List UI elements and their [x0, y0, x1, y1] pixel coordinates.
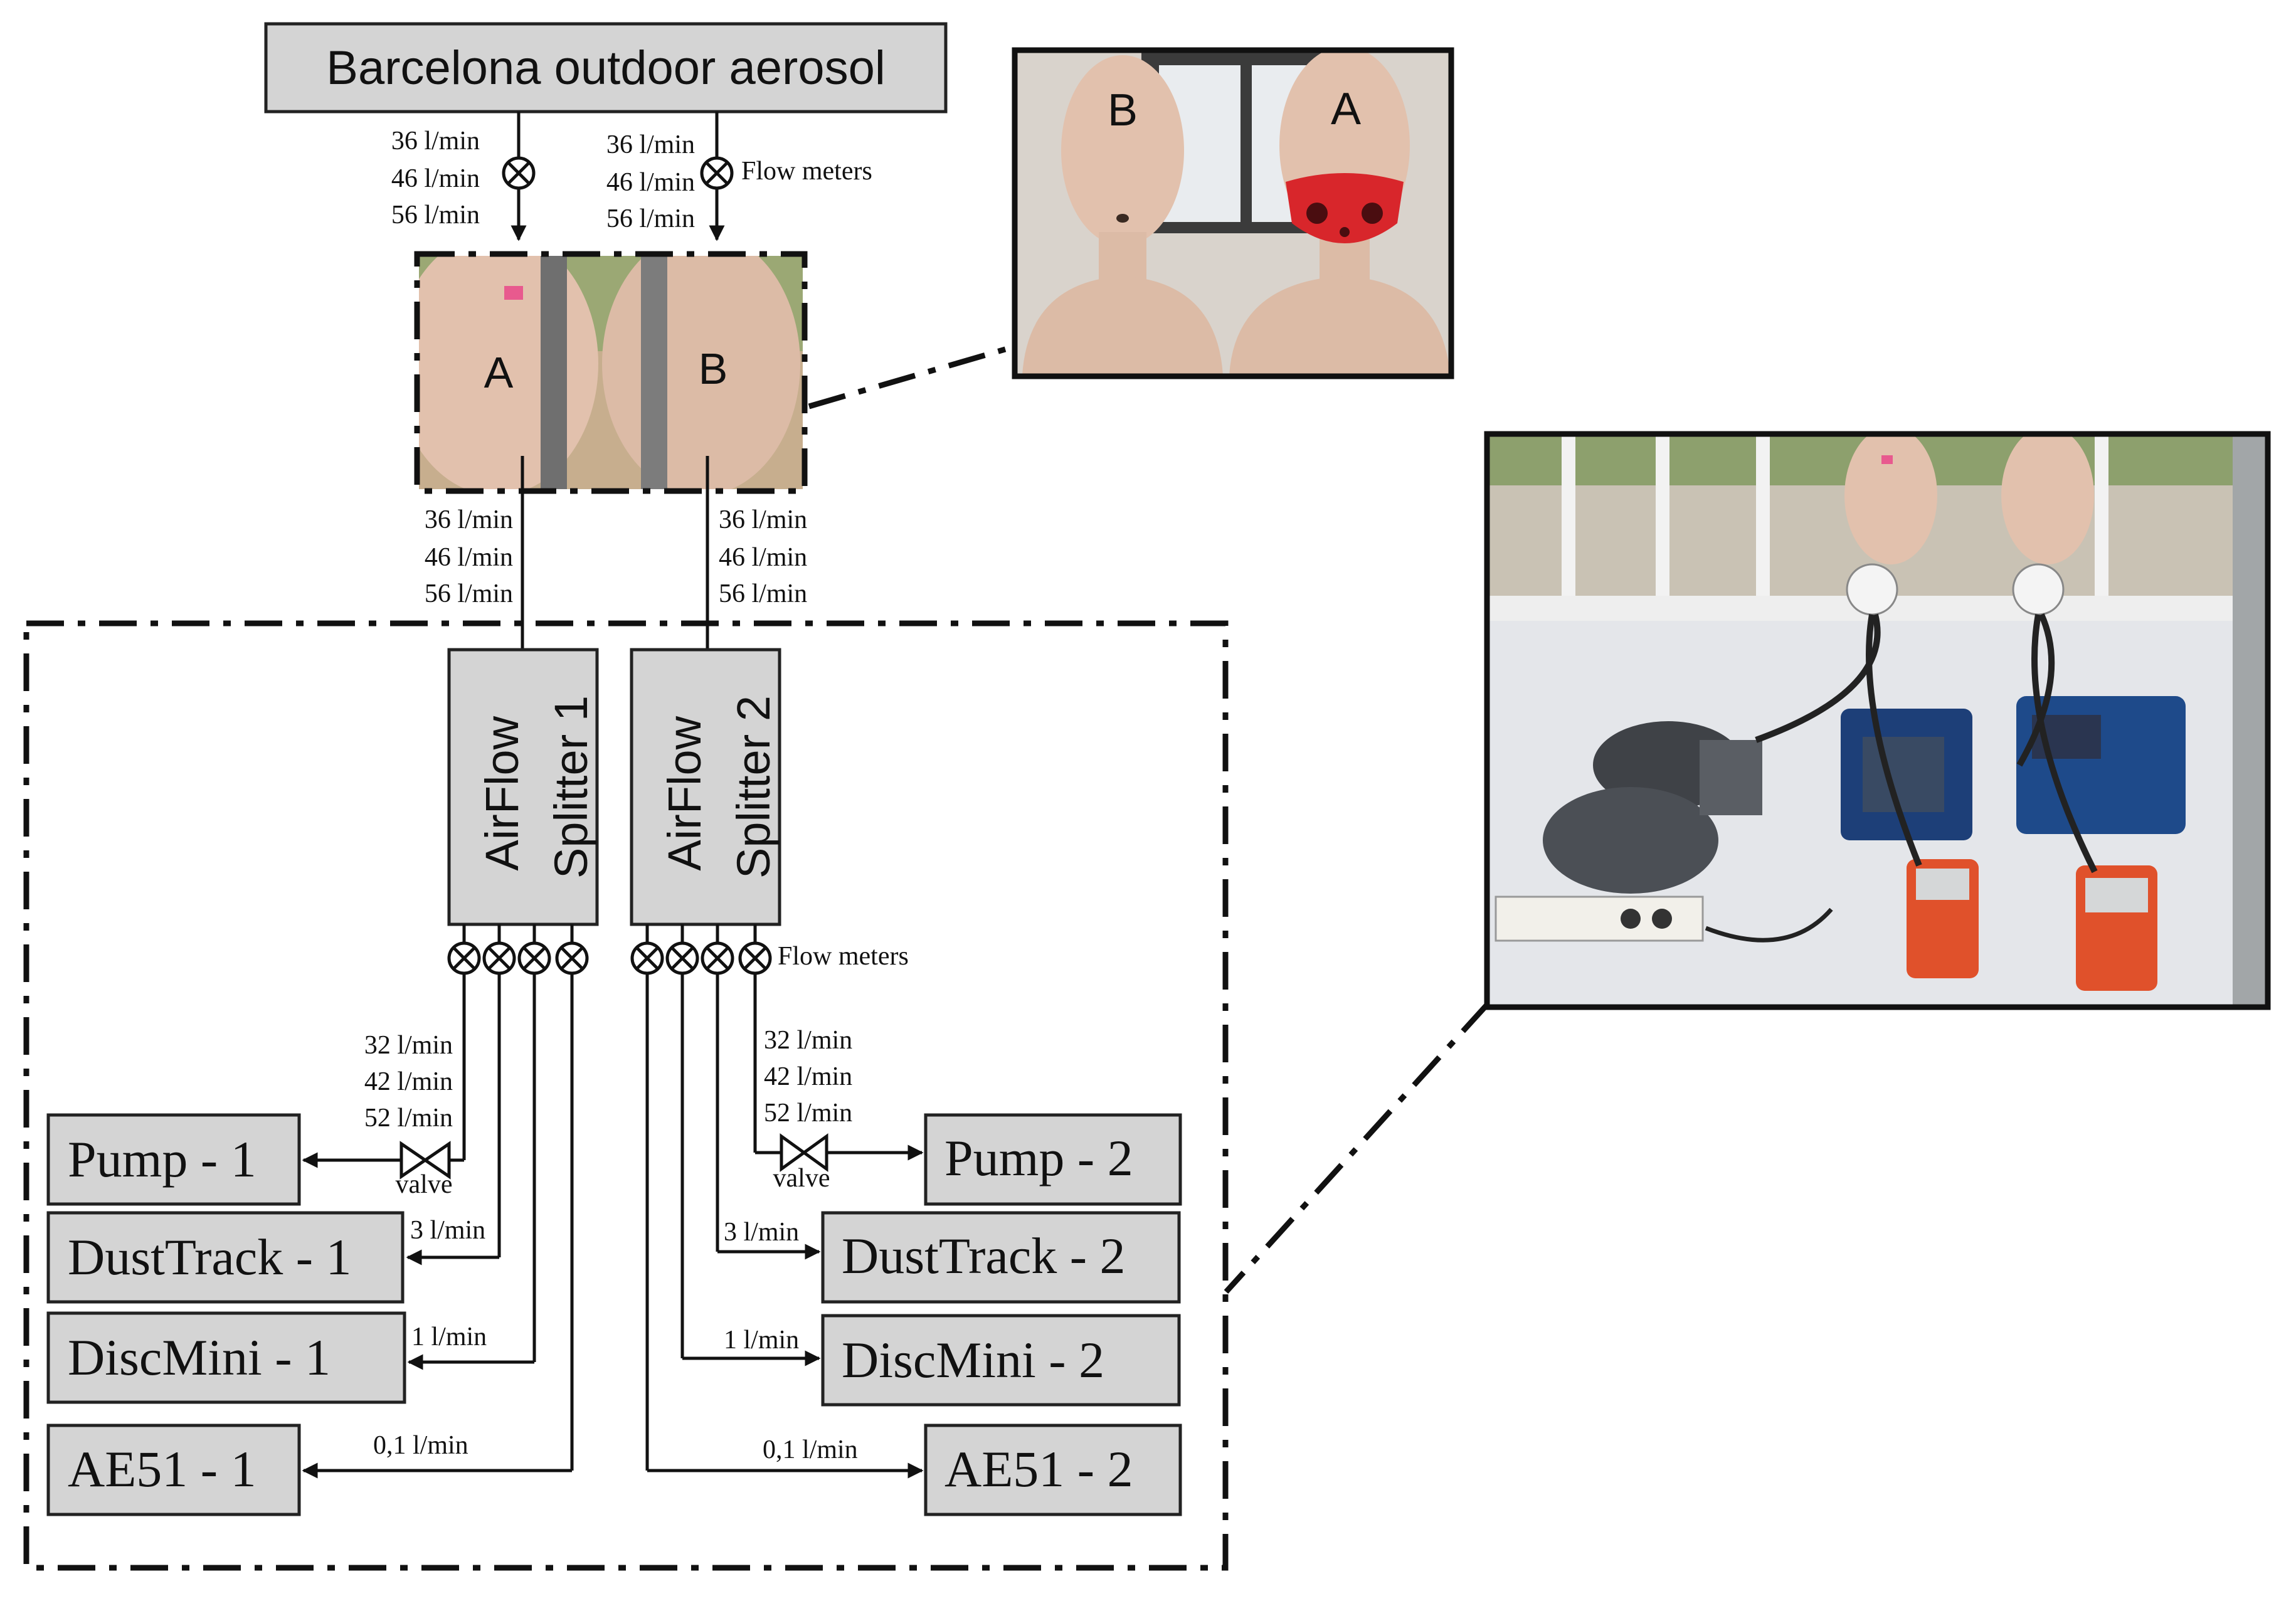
photo-label-a: A — [1331, 84, 1361, 134]
flow-label: 1 l/min — [411, 1323, 487, 1351]
valve-icon — [780, 1133, 828, 1172]
pump-2-label: Pump - 2 — [944, 1129, 1133, 1186]
flow-label: 0,1 l/min — [763, 1435, 858, 1464]
mannequin-front-photo: B A — [1016, 51, 1450, 375]
flow-label: 56 l/min — [425, 579, 513, 608]
instruments-photo-frame — [1484, 431, 2271, 1010]
front-photo-frame — [1012, 47, 1454, 379]
flow-meter-icon — [502, 156, 536, 190]
pump-1-label: Pump - 1 — [68, 1131, 257, 1188]
pump-1-box — [46, 1113, 301, 1206]
discmini-2-label: DiscMini - 2 — [842, 1331, 1104, 1388]
flow-label: 46 l/min — [606, 168, 695, 197]
flow-label: 36 l/min — [425, 505, 513, 534]
flow-meters-label: Flow meters — [778, 942, 909, 971]
flow-label: 46 l/min — [719, 543, 807, 572]
flow-label: 46 l/min — [391, 164, 480, 193]
flow-meter-icon — [482, 941, 516, 975]
source-box — [264, 22, 948, 114]
discmini-2-box — [821, 1314, 1181, 1407]
flow-label: 56 l/min — [391, 201, 480, 230]
flow-label: 56 l/min — [606, 204, 695, 233]
flow-meter-icon — [630, 941, 664, 975]
flow-label: 1 l/min — [724, 1326, 799, 1355]
ae51-1-box — [46, 1424, 301, 1516]
flow-meter-icon — [700, 156, 734, 190]
dusttrack-1-label: DustTrack - 1 — [68, 1228, 352, 1286]
mannequin-back-photo: A B — [419, 256, 803, 489]
flow-label: 3 l/min — [724, 1218, 799, 1247]
head-label-b: B — [699, 344, 728, 393]
splitter-1-label: AirFlow Splitter 1 — [476, 695, 597, 879]
flow-label: 46 l/min — [425, 543, 513, 572]
photo-label-b: B — [1108, 85, 1138, 135]
flow-label: 0,1 l/min — [373, 1431, 468, 1460]
mannequin-frame — [414, 251, 808, 494]
valve-label: valve — [773, 1164, 830, 1193]
head-label-a: A — [484, 348, 514, 397]
flow-meter-icon — [701, 941, 734, 975]
flow-label: 36 l/min — [606, 130, 695, 159]
flow-meter-icon — [665, 941, 699, 975]
flow-label: 52 l/min — [364, 1104, 453, 1133]
ae51-1-label: AE51 - 1 — [68, 1440, 257, 1498]
instruments-photo — [1488, 435, 2267, 1006]
flow-label: 52 l/min — [764, 1099, 852, 1128]
flow-label: 32 l/min — [364, 1031, 453, 1060]
dusttrack-2-label: DustTrack - 2 — [842, 1227, 1126, 1284]
flow-label: 42 l/min — [364, 1067, 453, 1096]
ae51-2-box — [924, 1424, 1182, 1516]
flow-meter-icon — [738, 941, 772, 975]
splitter-1-box — [447, 648, 599, 926]
flow-meter-icon — [447, 941, 481, 975]
splitter-2-label: AirFlow Splitter 2 — [659, 695, 780, 879]
flow-label: 36 l/min — [719, 505, 807, 534]
dusttrack-1-box — [46, 1211, 405, 1304]
flow-meter-icon — [555, 941, 589, 975]
flow-label: 42 l/min — [764, 1062, 852, 1091]
flow-label: 3 l/min — [410, 1216, 485, 1245]
flow-label: 36 l/min — [391, 127, 480, 156]
flow-label: 56 l/min — [719, 579, 807, 608]
splitter-2-box — [630, 648, 781, 926]
discmini-1-box — [46, 1311, 406, 1404]
dusttrack-2-box — [821, 1211, 1181, 1304]
valve-icon — [399, 1141, 451, 1180]
instrument-frame — [23, 620, 1229, 1571]
flow-meter-icon — [517, 941, 551, 975]
flow-meters-label: Flow meters — [741, 157, 872, 186]
source-label: Barcelona outdoor aerosol — [326, 41, 885, 95]
pump-2-box — [924, 1113, 1182, 1206]
discmini-1-label: DiscMini - 1 — [68, 1329, 331, 1386]
ae51-2-label: AE51 - 2 — [944, 1440, 1133, 1498]
valve-label: valve — [396, 1170, 453, 1199]
flow-label: 32 l/min — [764, 1026, 852, 1055]
